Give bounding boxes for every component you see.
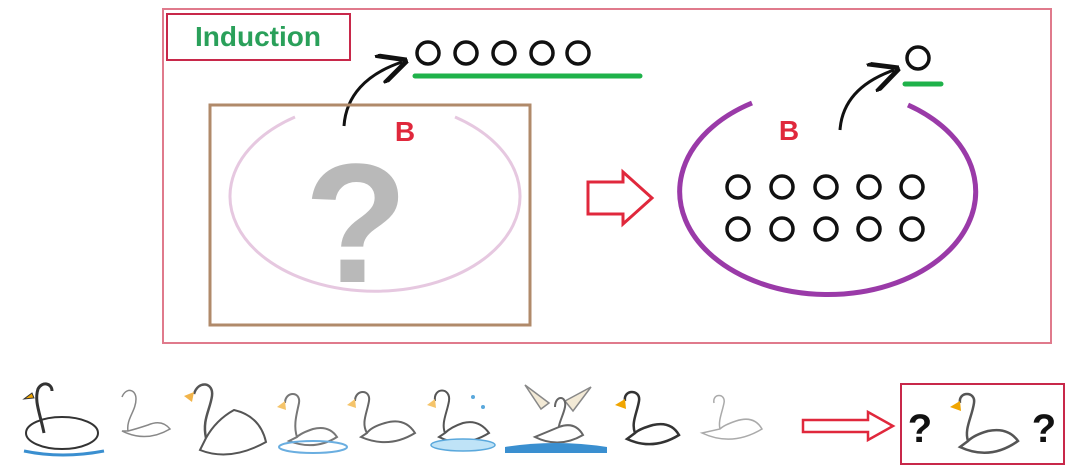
- swan-illustration: [184, 383, 268, 456]
- right-set-ellipse: [677, 100, 979, 297]
- swans-row: [22, 382, 764, 457]
- sample-circle: [529, 40, 555, 66]
- set-circle: [813, 174, 839, 200]
- conclusion-question-left: ?: [908, 407, 932, 451]
- swan-illustration: [615, 390, 681, 446]
- sample-circle: [491, 40, 517, 66]
- sample-circle: [565, 40, 591, 66]
- sample-circles: [415, 40, 591, 66]
- set-circle: [725, 174, 751, 200]
- sample-circle: [415, 40, 441, 66]
- set-circle: [899, 174, 925, 200]
- swan-illustration: [121, 389, 172, 438]
- swan-illustration: [427, 389, 496, 452]
- title: Induction: [195, 21, 321, 52]
- right-set-label: B: [779, 115, 799, 146]
- swan-illustration: [699, 394, 764, 440]
- swan-illustration: [277, 393, 348, 454]
- set-circle: [899, 216, 925, 242]
- conclusion-swan: [950, 392, 1020, 454]
- set-circle: [769, 174, 795, 200]
- swan-illustration: [347, 391, 417, 444]
- right-set-circles: [725, 174, 925, 242]
- set-circle: [856, 174, 882, 200]
- left-set-label: B: [395, 116, 415, 147]
- left-set-box: [208, 103, 532, 327]
- left-sample-arrow: [342, 62, 402, 127]
- right-sample-arrow: [838, 70, 894, 131]
- set-circle: [769, 216, 795, 242]
- single-sample-circle: [905, 45, 931, 71]
- swan-illustration: [505, 384, 607, 453]
- set-circle: [813, 216, 839, 242]
- sample-circle: [453, 40, 479, 66]
- set-circle: [725, 216, 751, 242]
- swan-illustration: [22, 382, 105, 457]
- left-set-ellipse: [228, 115, 522, 293]
- conclusion-arrow-icon: [801, 409, 896, 443]
- title-frame: [166, 13, 351, 61]
- conclusion-question-right: ?: [1032, 407, 1056, 451]
- question-mark-icon: ?: [304, 129, 408, 319]
- outer-frame: [162, 8, 1052, 344]
- induction-arrow-icon: [586, 168, 655, 228]
- set-circle: [856, 216, 882, 242]
